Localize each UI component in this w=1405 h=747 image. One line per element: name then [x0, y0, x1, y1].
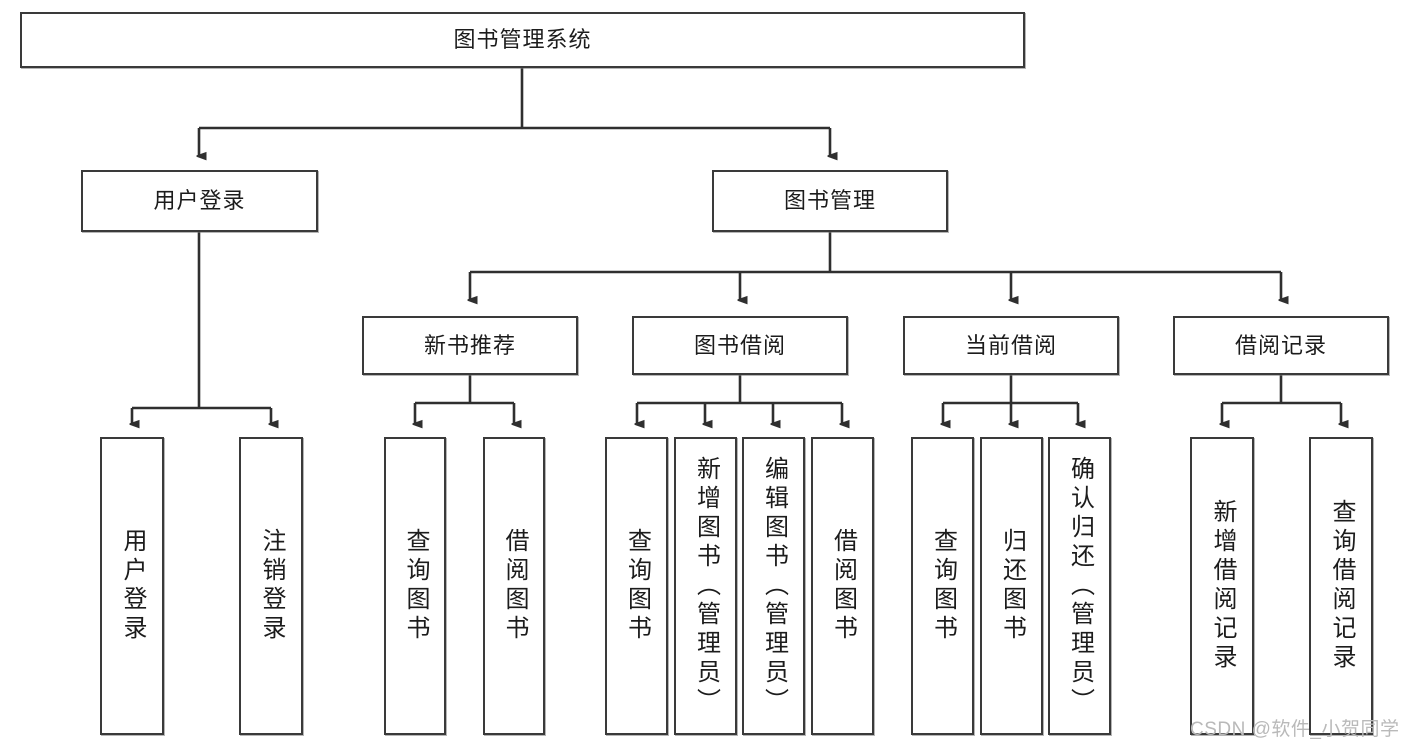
node-borrow-record[interactable]: 借阅记录	[1173, 316, 1389, 375]
node-add-book-admin-label: 新增图书（管理员）	[692, 455, 720, 717]
node-user-logout-action-label: 注销登录	[258, 528, 285, 644]
node-edit-book-admin[interactable]: 编辑图书（管理员）	[742, 437, 805, 735]
node-query-book-2[interactable]: 查询图书	[605, 437, 668, 735]
node-book-management[interactable]: 图书管理	[712, 170, 948, 232]
node-user-login-action-label: 用户登录	[119, 528, 146, 644]
node-book-borrow-label: 图书借阅	[693, 332, 786, 358]
node-borrow-book-2[interactable]: 借阅图书	[811, 437, 874, 735]
node-book-borrow[interactable]: 图书借阅	[632, 316, 848, 375]
node-root-label: 图书管理系统	[453, 27, 592, 53]
node-current-borrow-label: 当前借阅	[964, 332, 1057, 358]
node-query-borrow-record[interactable]: 查询借阅记录	[1309, 437, 1373, 735]
node-add-borrow-record-label: 新增借阅记录	[1209, 499, 1236, 673]
node-return-book[interactable]: 归还图书	[980, 437, 1043, 735]
node-borrow-book-2-label: 借阅图书	[829, 528, 857, 644]
node-borrow-book-1-label: 借阅图书	[501, 528, 528, 644]
node-root[interactable]: 图书管理系统	[20, 12, 1025, 68]
node-query-borrow-record-label: 查询借阅记录	[1328, 499, 1355, 673]
node-new-book-recommend-label: 新书推荐	[423, 332, 516, 358]
node-user-login-action[interactable]: 用户登录	[100, 437, 164, 735]
node-query-book-3[interactable]: 查询图书	[911, 437, 974, 735]
watermark-text: CSDN @软件_小贺同学	[1190, 719, 1400, 740]
node-add-book-admin[interactable]: 新增图书（管理员）	[674, 437, 737, 735]
node-confirm-return-admin-label: 确认归还（管理员）	[1066, 455, 1094, 717]
node-return-book-label: 归还图书	[998, 528, 1026, 644]
node-current-borrow[interactable]: 当前借阅	[903, 316, 1119, 375]
node-new-book-recommend[interactable]: 新书推荐	[362, 316, 578, 375]
node-borrow-book-1[interactable]: 借阅图书	[483, 437, 545, 735]
node-confirm-return-admin[interactable]: 确认归还（管理员）	[1048, 437, 1111, 735]
node-user-login[interactable]: 用户登录	[81, 170, 318, 232]
node-query-book-3-label: 查询图书	[929, 528, 957, 644]
node-add-borrow-record[interactable]: 新增借阅记录	[1190, 437, 1254, 735]
node-edit-book-admin-label: 编辑图书（管理员）	[760, 455, 788, 717]
node-user-login-label: 用户登录	[153, 188, 246, 214]
node-query-book-2-label: 查询图书	[623, 528, 651, 644]
node-user-logout-action[interactable]: 注销登录	[239, 437, 303, 735]
node-book-management-label: 图书管理	[783, 188, 876, 214]
node-query-book-1[interactable]: 查询图书	[384, 437, 446, 735]
node-borrow-record-label: 借阅记录	[1234, 332, 1327, 358]
node-query-book-1-label: 查询图书	[402, 528, 429, 644]
